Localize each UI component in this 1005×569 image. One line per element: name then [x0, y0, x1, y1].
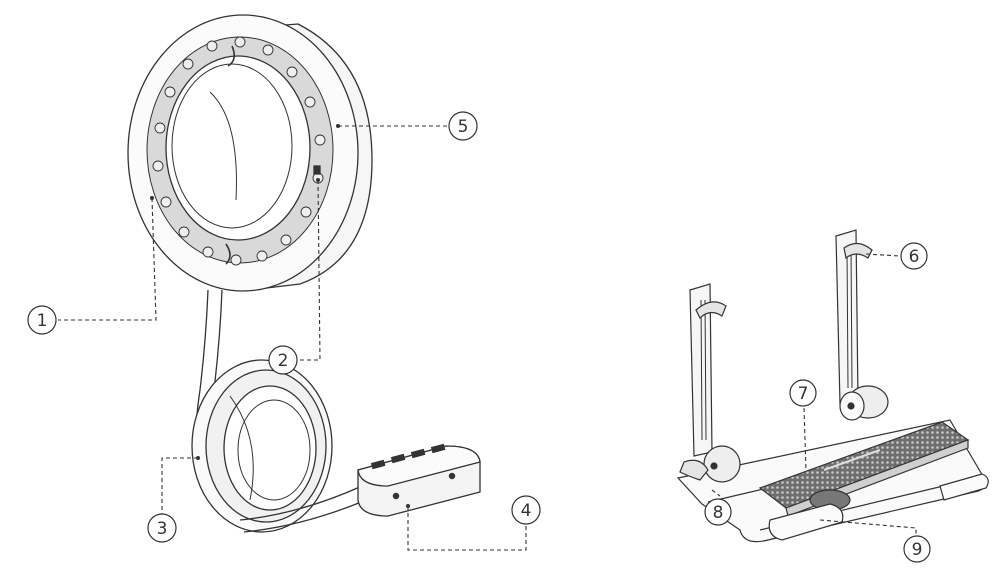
callout-7: 7 [789, 379, 817, 407]
leader-lines [58, 125, 917, 551]
callout-6: 6 [900, 242, 928, 270]
callout-2: 2 [268, 345, 298, 375]
callout-7-label: 7 [798, 384, 809, 404]
leader-endpoints [150, 124, 410, 508]
callout-1: 1 [27, 305, 57, 335]
bracket [676, 229, 989, 543]
callout-6-label: 6 [909, 247, 920, 267]
callout-4: 4 [511, 495, 541, 525]
led-beads [152, 36, 326, 266]
callout-1-label: 1 [37, 311, 48, 331]
callout-3: 3 [147, 513, 177, 543]
cable-coil [191, 359, 333, 533]
callout-8: 8 [704, 498, 732, 526]
ring-light [127, 14, 373, 292]
callout-8-label: 8 [713, 503, 724, 523]
callout-9-label: 9 [912, 540, 923, 560]
cable-to-controller [239, 485, 367, 533]
callout-9: 9 [903, 535, 931, 563]
callout-2-label: 2 [278, 351, 289, 371]
callout-5-label: 5 [458, 117, 469, 137]
ring-opening [171, 63, 293, 229]
callout-3-label: 3 [157, 519, 168, 539]
callout-4-label: 4 [521, 501, 532, 521]
callout-5: 5 [448, 111, 478, 141]
controller-box [357, 443, 481, 517]
